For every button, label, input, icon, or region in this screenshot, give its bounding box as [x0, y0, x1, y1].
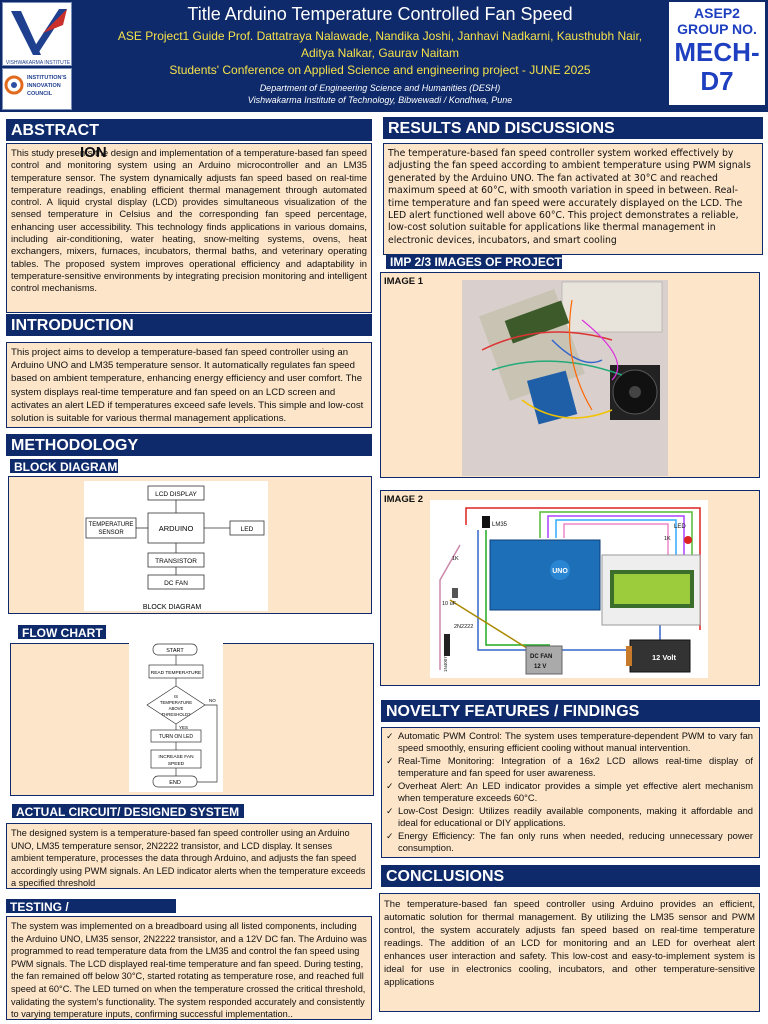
- iic-logo: INSTITUTION'S INNOVATION COUNCIL: [2, 68, 72, 110]
- poster-header: [0, 0, 768, 112]
- iic-line2: INNOVATION: [27, 83, 61, 89]
- iic-line1: INSTITUTION'S: [27, 75, 67, 81]
- poster-title: Title Arduino Temperature Controlled Fan…: [187, 4, 573, 24]
- check-icon: ✓: [386, 781, 394, 791]
- testing-text: The system was implemented on a breadboa…: [11, 921, 367, 1020]
- conclusions-heading: CONCLUSIONS: [381, 865, 760, 887]
- group-badge: ASEP2 GROUP NO. MECH- D7: [668, 1, 766, 106]
- schem-fan-2: 12 V: [534, 664, 546, 670]
- check-icon: ✓: [386, 731, 394, 741]
- conclusions-text: The temperature-based fan speed controll…: [384, 899, 755, 988]
- check-icon: ✓: [386, 806, 394, 816]
- flow-no: NO: [209, 698, 216, 703]
- flow-decision-4: THRESHOLD?: [162, 712, 192, 717]
- novelty-item: ✓Automatic PWM Control: The system uses …: [386, 730, 753, 753]
- flow-start: START: [166, 648, 184, 654]
- vit-logo: VISHWAKARMA INSTITUTE: [2, 2, 72, 66]
- introduction-panel: This project aims to develop a temperatu…: [6, 342, 372, 428]
- block-led: LED: [241, 526, 254, 533]
- group-id-2: D7: [700, 66, 734, 96]
- block-fan: DC FAN: [164, 580, 188, 587]
- vit-logo-icon: VISHWAKARMA INSTITUTE: [6, 9, 71, 66]
- testing-panel: The system was implemented on a breadboa…: [6, 916, 372, 1020]
- novelty-heading: NOVELTY FEATURES / FINDINGS: [381, 700, 760, 722]
- flow-decision-3: ABOVE: [169, 706, 184, 711]
- block-diagram: LCD DISPLAY TEMPERATURE SENSOR ARDUINO L…: [84, 481, 268, 611]
- image2-label: IMAGE 2: [384, 494, 424, 505]
- block-lcd: LCD DISPLAY: [155, 491, 197, 498]
- schem-arduino: UNO: [552, 568, 568, 575]
- abstract-heading: ABSTRACT: [6, 119, 372, 141]
- novelty-item: ✓Energy Efficiency: The fan only runs wh…: [386, 830, 753, 853]
- flow-end: END: [169, 780, 181, 786]
- novelty-item: ✓Low-Cost Design: Utilizes readily avail…: [386, 805, 753, 828]
- vit-logo-text: VISHWAKARMA INSTITUTE: [6, 60, 71, 66]
- flow-decision-2: TEMPERATURE: [160, 700, 192, 705]
- schem-lm35: LM35: [492, 522, 508, 528]
- group-id-1: MECH-: [674, 37, 760, 67]
- image2-schematic: UNO LM35 LED 1K 1K 10 uF 2N2222 1N4007 D…: [430, 500, 708, 678]
- schem-cap: 10 uF: [442, 601, 457, 607]
- institute-line: Vishwakarma Institute of Technology, Bib…: [247, 95, 513, 105]
- flow-chart-heading: FLOW CHART: [18, 625, 106, 640]
- novelty-item: ✓Overheat Alert: An LED indicator provid…: [386, 780, 753, 803]
- schematic-illustration: UNO LM35 LED 1K 1K 10 uF 2N2222 1N4007 D…: [430, 500, 708, 678]
- flow-read: READ TEMPERATURE: [151, 670, 201, 676]
- group-line-2: GROUP NO.: [677, 21, 757, 37]
- abstract-text: This study presents the design and imple…: [11, 147, 367, 294]
- results-heading: RESULTS AND DISCUSSIONS: [383, 117, 763, 139]
- conference-line: Students' Conference on Applied Science …: [169, 63, 591, 77]
- schem-diode: 1N4007: [443, 656, 448, 672]
- schem-battery: 12 Volt: [652, 653, 677, 662]
- block-arduino: ARDUINO: [159, 524, 194, 533]
- methodology-heading: METHODOLOGY: [6, 434, 372, 456]
- iic-logo-icon: INSTITUTION'S INNOVATION COUNCIL: [4, 75, 67, 97]
- schem-r1: 1K: [452, 556, 459, 562]
- flow-increase-2: SPEED: [168, 761, 185, 767]
- introduction-heading: INTRODUCTION: [6, 314, 372, 336]
- abstract-panel: This study presents the design and imple…: [6, 143, 372, 313]
- block-transistor: TRANSISTOR: [155, 558, 197, 565]
- image1-photo: [462, 280, 668, 476]
- flow-led: TURN ON LED: [159, 734, 193, 740]
- block-sensor-2: SENSOR: [98, 530, 124, 536]
- flow-yes: YES: [179, 725, 188, 730]
- images-heading: IMP 2/3 IMAGES OF PROJECT: [386, 254, 562, 269]
- schem-led: LED: [674, 524, 686, 530]
- iic-line3: COUNCIL: [27, 91, 53, 97]
- circuit-panel: The designed system is a temperature-bas…: [6, 823, 372, 889]
- department-line: Department of Engineering Science and Hu…: [259, 83, 501, 93]
- abstract-overlay-text: ION: [80, 144, 107, 161]
- block-sensor-1: TEMPERATURE: [89, 522, 134, 528]
- circuit-photo-illustration: [462, 280, 668, 476]
- conclusions-panel: The temperature-based fan speed controll…: [379, 893, 760, 1012]
- guide-line-1: ASE Project1 Guide Prof. Dattatraya Nala…: [117, 29, 643, 43]
- results-panel: The temperature-based fan speed controll…: [383, 143, 763, 255]
- schem-fan-1: DC FAN: [530, 654, 552, 660]
- block-caption: BLOCK DIAGRAM: [143, 604, 202, 611]
- flow-decision-1: IS: [174, 694, 178, 699]
- group-line-1: ASEP2: [694, 5, 740, 21]
- schem-r2: 1K: [664, 536, 671, 542]
- flow-chart: START READ TEMPERATURE IS TEMPERATURE AB…: [129, 642, 223, 792]
- introduction-text: This project aims to develop a temperatu…: [11, 347, 364, 425]
- check-icon: ✓: [386, 831, 394, 841]
- circuit-text: The designed system is a temperature-bas…: [11, 828, 366, 888]
- check-icon: ✓: [386, 756, 394, 766]
- novelty-item: ✓Real-Time Monitoring: Integration of a …: [386, 755, 753, 778]
- novelty-list: ✓Automatic PWM Control: The system uses …: [382, 728, 759, 854]
- block-diagram-heading: BLOCK DIAGRAM: [10, 459, 118, 474]
- results-text: The temperature-based fan speed controll…: [388, 148, 751, 246]
- schem-transistor: 2N2222: [454, 624, 473, 630]
- circuit-heading: ACTUAL CIRCUIT/ DESIGNED SYSTEM: [12, 804, 244, 819]
- image1-label: IMAGE 1: [384, 276, 424, 287]
- flow-increase-1: INCREASE FAN: [158, 754, 194, 760]
- novelty-panel: ✓Automatic PWM Control: The system uses …: [381, 727, 760, 858]
- guide-line-2: Aditya Nalkar, Gaurav Naitam: [300, 46, 460, 60]
- testing-heading: TESTING / IMPLEMENTATION: [6, 899, 176, 928]
